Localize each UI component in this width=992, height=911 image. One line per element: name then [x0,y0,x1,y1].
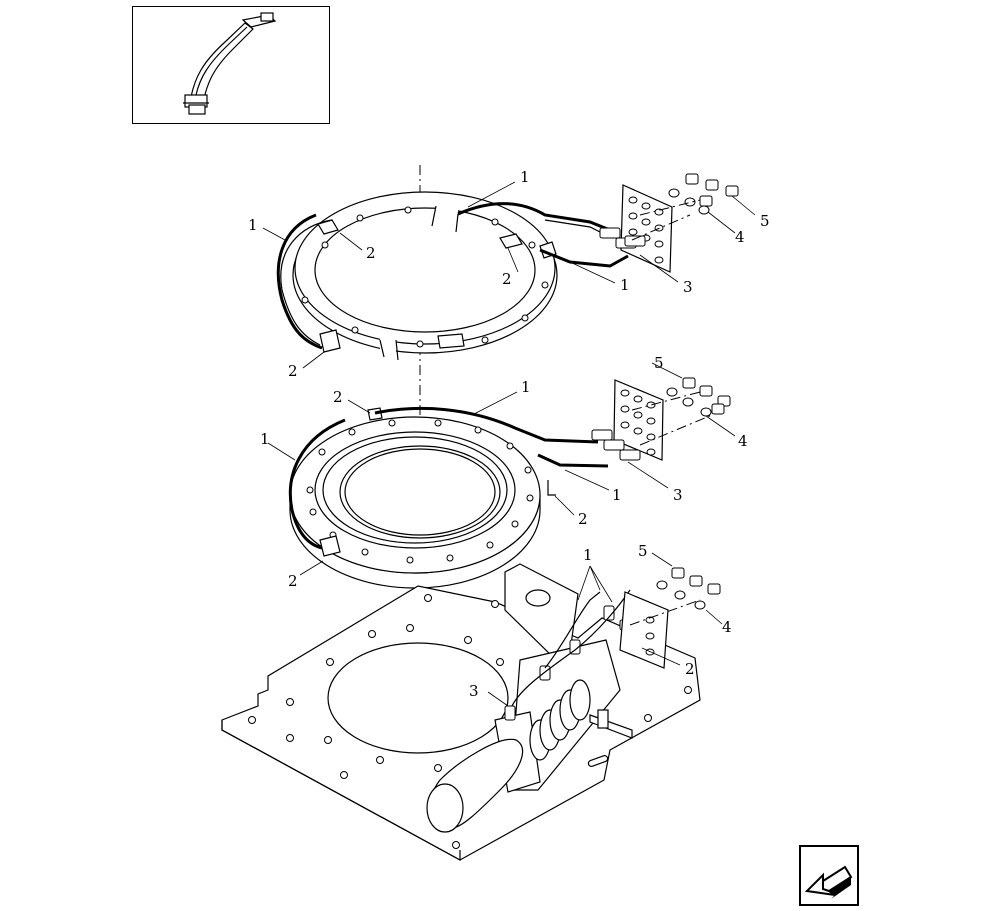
arrow-back-icon [804,865,853,899]
callout: 1 [520,168,530,186]
callout: 2 [288,572,298,590]
back-nav-button[interactable] [799,845,859,906]
top-ring-callouts: 1 1 1 2 2 2 3 4 5 [248,168,770,380]
callout: 1 [260,430,270,448]
base-callouts: 1 2 3 4 5 [469,542,732,700]
base-plate-assembly [221,563,721,862]
callout: 5 [760,212,770,230]
boom-arm-icon [183,12,277,115]
middle-connector-plate [591,377,731,461]
callout: 4 [722,618,732,636]
top-split-ring [276,191,629,361]
callout: 1 [248,216,258,234]
callout: 5 [654,354,664,372]
callout: 3 [469,682,479,700]
locator-thumbnail [132,6,330,124]
callout: 2 [366,244,376,262]
callout: 5 [638,542,648,560]
callout: 2 [578,510,588,528]
middle-ring-callouts: 2 1 1 1 2 2 3 4 5 [260,354,748,590]
callout: 1 [583,546,593,564]
callout: 3 [673,486,683,504]
callout: 4 [735,228,745,246]
callout: 4 [738,432,748,450]
callout: 3 [683,278,693,296]
callout: 1 [620,276,630,294]
callout: 1 [521,378,531,396]
callout: 2 [502,270,512,288]
callout: 2 [288,362,298,380]
callout: 2 [685,660,695,678]
callout: 2 [333,388,343,406]
callout: 1 [612,486,622,504]
top-connector-plate [599,173,739,273]
middle-ring [288,406,609,589]
